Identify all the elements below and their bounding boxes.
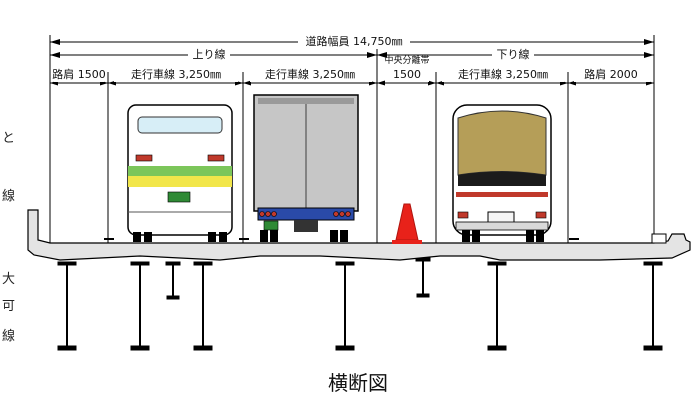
pier-2 (130, 261, 150, 351)
road-deck (27, 209, 691, 261)
edge-text-1: と (2, 131, 15, 146)
pier-1 (57, 261, 77, 351)
median-title: 中央分離帯 (384, 54, 429, 66)
dimension-lines (49, 35, 655, 245)
piers (57, 257, 663, 351)
traffic-cone-icon (392, 203, 422, 244)
left-edge-text: と 線 大 可 線 (2, 131, 15, 344)
median-value-label: 1500 (393, 68, 421, 81)
commuter-vehicle-icon (127, 104, 233, 242)
lane-3-label: 走行車線 3,250㎜ (458, 67, 548, 81)
shoulder-right-label: 路肩 2000 (584, 67, 638, 81)
pier-4 (193, 261, 213, 351)
lane-1-label: 走行車線 3,250㎜ (131, 67, 221, 81)
dimension-labels: 道路幅員 14,750㎜ 上り線 下り線 中央分離帯 路肩 1500 走行車線 … (52, 33, 650, 82)
diagram-caption: 横断図 (328, 371, 388, 395)
pier-6 (415, 257, 431, 298)
pier-8 (643, 261, 663, 351)
coach-bus-icon (452, 104, 552, 242)
pier-5 (335, 261, 355, 351)
direction-down-label: 下り線 (497, 47, 530, 61)
edge-text-5: 線 (2, 328, 15, 344)
truck-icon (253, 94, 359, 242)
lane-2-label: 走行車線 3,250㎜ (265, 67, 355, 81)
edge-text-3: 大 (2, 272, 15, 287)
total-width-label: 道路幅員 14,750㎜ (306, 34, 403, 48)
shoulder-left-label: 路肩 1500 (52, 67, 106, 81)
pier-7 (487, 261, 507, 351)
direction-up-label: 上り線 (193, 47, 226, 61)
edge-text-2: 線 (2, 188, 15, 204)
pier-3 (165, 261, 181, 300)
edge-text-4: 可 (2, 299, 15, 314)
